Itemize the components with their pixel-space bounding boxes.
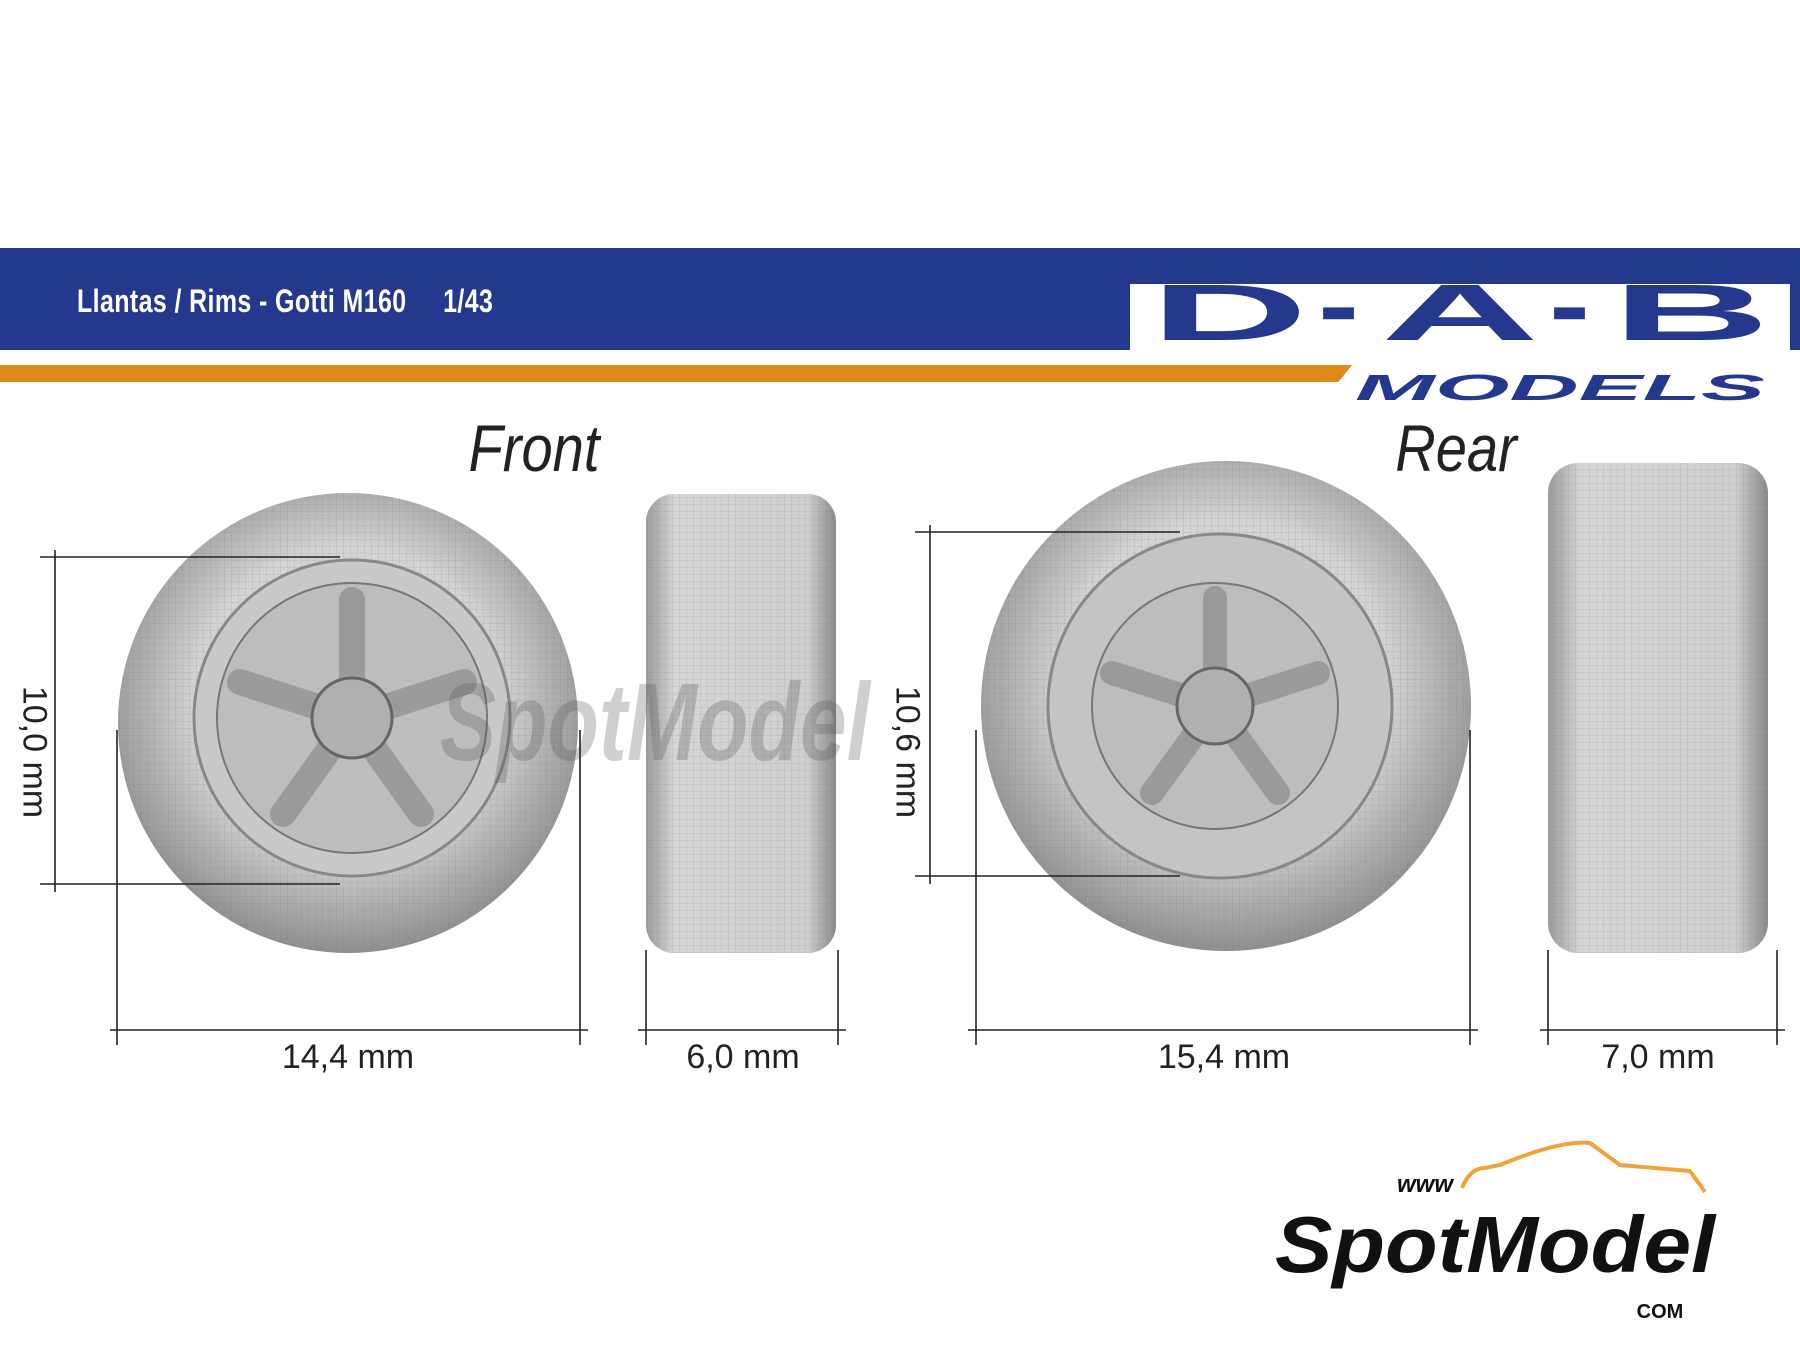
rear-wheel-face xyxy=(981,461,1471,951)
svg-text:SpotModel: SpotModel xyxy=(440,661,872,784)
spotmodel-logo: www SpotModel COM xyxy=(1275,1140,1717,1323)
front-wheel-face xyxy=(118,493,578,953)
front-width-label: 6,0 mm xyxy=(686,1038,800,1076)
front-diameter-label: 14,4 mm xyxy=(281,1038,415,1076)
svg-text:MODELS: MODELS xyxy=(1355,367,1765,408)
header-scale: 1/43 xyxy=(443,283,494,319)
header-orange-stripe xyxy=(0,365,1352,382)
front-wheel-side xyxy=(646,494,836,953)
rear-width-label: 7,0 mm xyxy=(1601,1038,1715,1076)
svg-text:SpotModel: SpotModel xyxy=(1275,1200,1717,1289)
svg-text:COM: COM xyxy=(1637,1301,1684,1323)
dimension-lines xyxy=(40,525,1785,1045)
rear-wheel-side xyxy=(1548,463,1768,953)
svg-text:www: www xyxy=(1397,1171,1454,1198)
rear-diameter-label: 15,4 mm xyxy=(1157,1038,1291,1076)
front-heading: Front xyxy=(468,411,600,485)
svg-text:D·A·B: D·A·B xyxy=(1150,268,1770,357)
rear-heading: Rear xyxy=(1395,411,1517,485)
watermark-center: SpotModel xyxy=(440,661,872,784)
front-height-label: 10,0 mm xyxy=(15,685,54,819)
header-title: Llantas / Rims - Gotti M160 1/43 xyxy=(77,283,493,320)
dab-logo: D·A·B MODELS xyxy=(1130,268,1790,408)
rear-height-label: 10,6 mm xyxy=(888,685,927,819)
header-title-text: Llantas / Rims - Gotti M160 xyxy=(77,283,407,319)
